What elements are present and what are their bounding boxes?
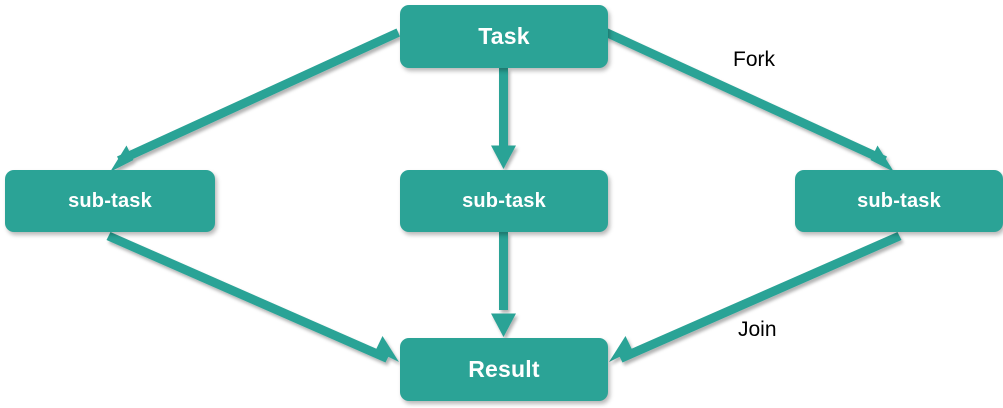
node-task[interactable]: Task [400, 5, 608, 68]
edge-task-to-subtask-right [604, 28, 894, 172]
node-task-label: Task [478, 23, 530, 49]
node-result[interactable]: Result [400, 338, 608, 401]
edge-subtask-right-to-result [609, 232, 902, 363]
edge-task-to-subtask-left [110, 28, 400, 172]
node-subtask-middle-label: sub-task [462, 190, 546, 212]
node-result-label: Result [468, 356, 540, 382]
node-subtask-left[interactable]: sub-task [5, 170, 215, 232]
edge-label-join: Join [738, 318, 777, 341]
node-subtask-right[interactable]: sub-task [795, 170, 1003, 232]
node-subtask-right-label: sub-task [857, 190, 941, 212]
edge-subtask-left-to-result [106, 232, 399, 363]
edge-subtask-middle-to-result [491, 232, 516, 337]
node-subtask-middle[interactable]: sub-task [400, 170, 608, 232]
edge-task-to-subtask-middle [491, 68, 516, 169]
edge-label-fork: Fork [733, 48, 775, 71]
node-subtask-left-label: sub-task [68, 190, 152, 212]
